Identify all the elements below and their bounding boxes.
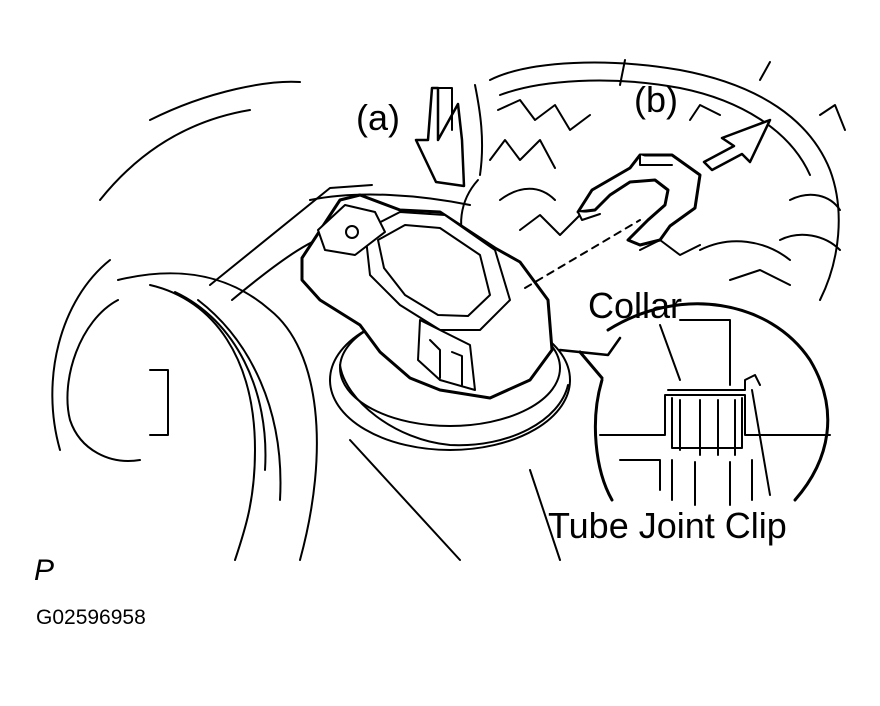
tube-joint-clip-part [576,153,702,247]
label-tube-joint-clip: Tube Joint Clip [548,505,787,546]
label-figure-code: G02596958 [36,606,146,629]
label-step-a: (a) [356,97,400,138]
fuel-pump-body [489,59,846,301]
engine-background-outline [51,80,561,561]
alignment-dashed-line [524,219,641,289]
electrical-connector [300,193,554,400]
label-view-marker: P [34,554,54,587]
arrow-a [414,86,466,188]
arrow-b [702,118,772,172]
label-step-b: (b) [634,79,678,120]
arrow-a-inner [437,87,453,131]
label-collar: Collar [588,285,682,326]
detail-callout [558,302,831,506]
